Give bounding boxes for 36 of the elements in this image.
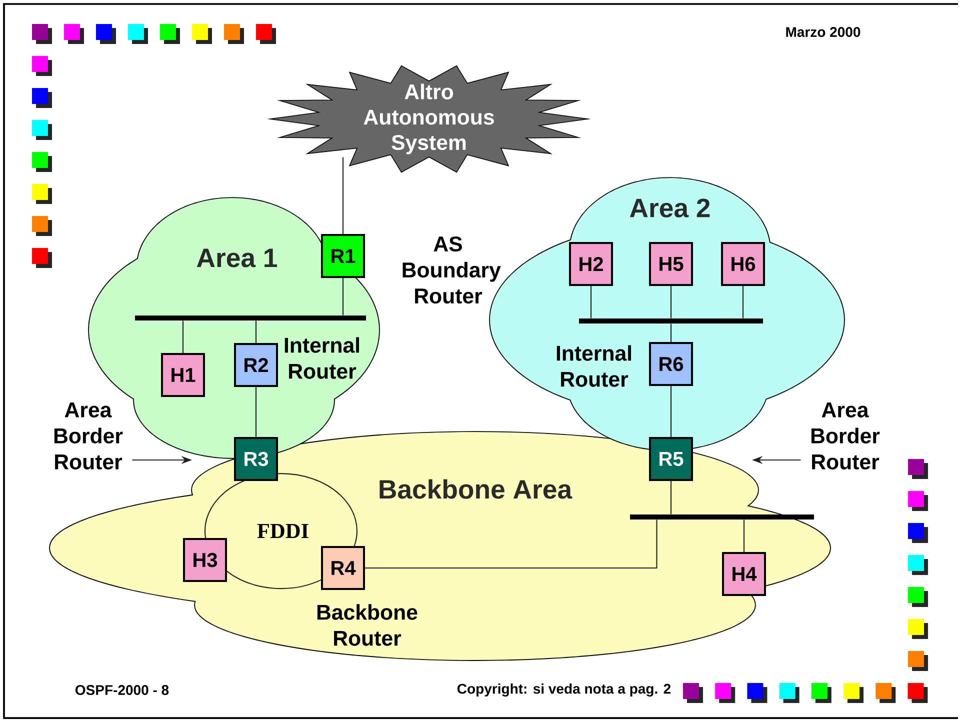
ring-line [226, 570, 322, 590]
router-box: R1 [321, 234, 365, 278]
router-box: R2 [234, 343, 278, 387]
host-box: H2 [569, 242, 613, 286]
link-line [670, 386, 672, 437]
link-line [743, 520, 745, 552]
ring-line [278, 473, 358, 547]
router-box: R6 [649, 342, 693, 386]
node-label: Area 2 [630, 198, 710, 218]
link-line [255, 387, 257, 437]
link-line [342, 157, 344, 234]
page-number: OSPF-2000 - 8 [76, 685, 169, 695]
host-box: H5 [649, 242, 693, 286]
router-box: R4 [321, 546, 365, 590]
ring-line [204, 480, 245, 538]
router-label: Internal Router [284, 337, 360, 379]
link-line [590, 286, 592, 318]
link-line [255, 320, 257, 343]
router-box: R5 [649, 437, 693, 481]
link-line [670, 481, 672, 514]
host-box: H3 [183, 538, 227, 582]
link-line [365, 520, 658, 569]
link-line [342, 278, 344, 316]
host-box: H6 [721, 242, 765, 286]
link-line [742, 286, 744, 318]
ring-label: FDDI [257, 524, 308, 538]
date-label: Marzo 2000 [786, 27, 860, 37]
copyright-notice: Copyright: si veda nota a pag. 2 [457, 683, 671, 697]
host-box: H1 [161, 353, 205, 397]
host-box: H4 [722, 552, 766, 596]
router-label: Internal Router [556, 345, 632, 387]
link-line [182, 320, 184, 353]
link-line [670, 324, 672, 342]
link-line [670, 286, 672, 318]
router-box: R3 [234, 437, 278, 481]
router-label: Backbone Router [317, 604, 418, 646]
